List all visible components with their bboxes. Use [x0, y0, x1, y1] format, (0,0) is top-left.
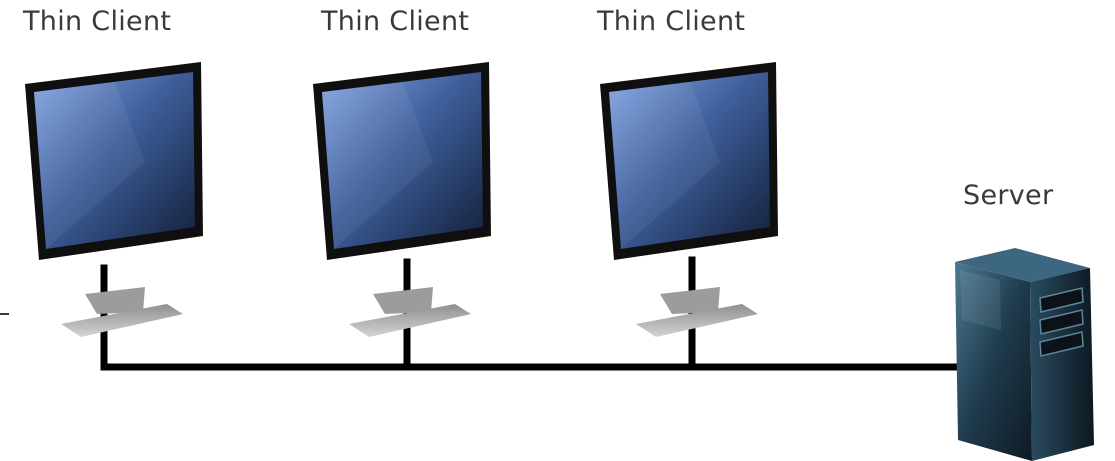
monitor-icon — [600, 62, 778, 337]
network-cables — [104, 260, 962, 367]
monitor-icon — [25, 62, 203, 337]
monitor-icon — [313, 62, 491, 337]
tower-server-icon — [955, 248, 1094, 461]
